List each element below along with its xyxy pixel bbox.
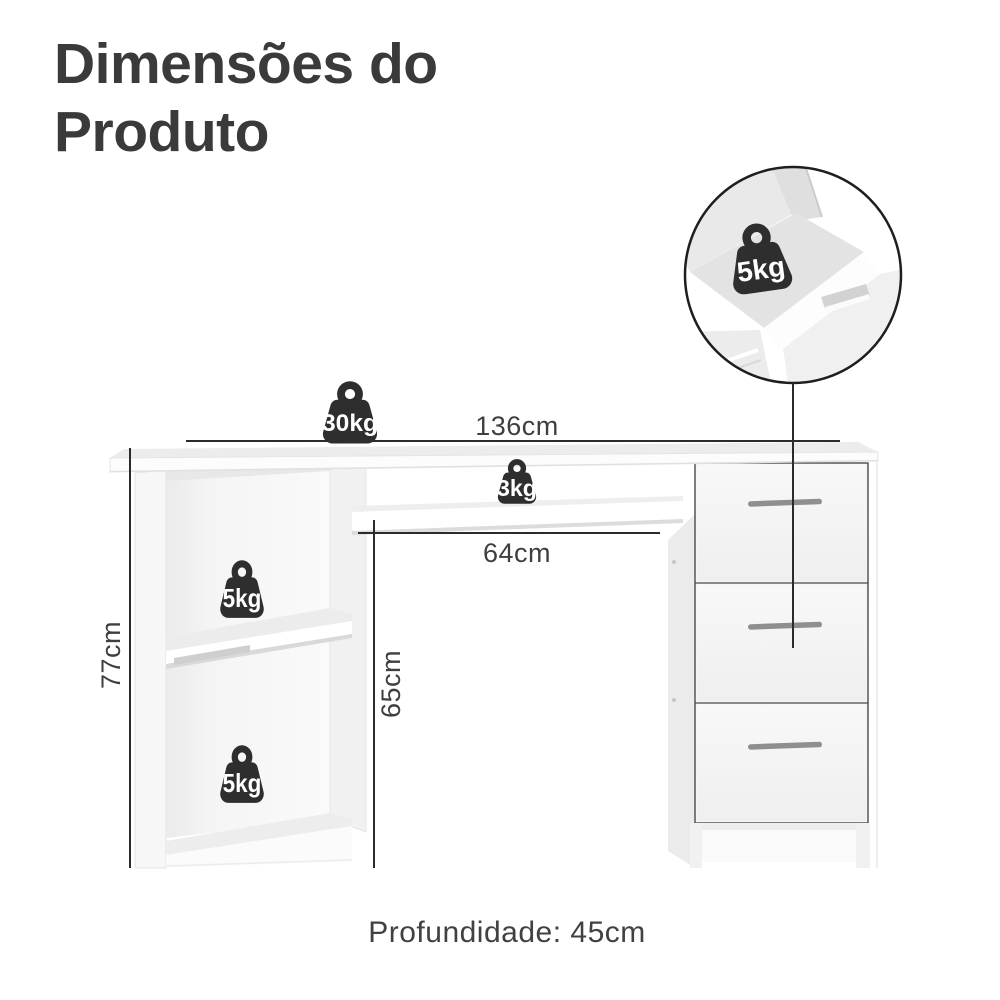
drawer-handle-1 [748, 498, 822, 507]
weight-icon-desktop: 30kg [322, 381, 378, 444]
keyboard-shelf [352, 496, 683, 535]
dimension-line-shelf-width [358, 532, 660, 534]
dimension-line-left-height [129, 448, 131, 868]
weight-capacity-label: 5kg [223, 770, 262, 799]
depth-label: Profundidade: 45cm [368, 916, 646, 949]
left-shelf-unit [134, 460, 367, 869]
drawer-front-2 [697, 585, 866, 701]
middle-shelf [166, 608, 352, 651]
inset-leader-line [792, 383, 794, 648]
drawer-front-3 [697, 705, 866, 821]
dimension-line-inner-height [373, 520, 375, 868]
inset-drawer-handle [821, 284, 870, 309]
dimension-label-left-height: 77cm [96, 620, 126, 690]
weight-icon-keyboard-shelf: 3kg [497, 459, 537, 504]
dimension-label-top-width: 136cm [475, 411, 559, 441]
weight-capacity-label: 5kg [735, 251, 787, 288]
weight-capacity-label: 30kg [322, 410, 378, 437]
weight-capacity-label: 3kg [497, 475, 537, 501]
page-title: Dimensões do Produto [54, 32, 438, 165]
drawer-front-1 [697, 465, 866, 581]
drawer-handle-3 [748, 741, 822, 750]
drawer-handle-2 [748, 621, 822, 630]
weight-icon-drawer-inset: 5kg [733, 223, 793, 295]
dimension-label-inner-height: 65cm [376, 649, 406, 719]
dimension-label-shelf-width: 64cm [482, 538, 552, 568]
weight-icon-lower-shelf: 5kg [220, 745, 264, 803]
drawer-detail-inset: 5kg [683, 165, 903, 385]
weight-capacity-label: 5kg [223, 585, 262, 614]
inset-cabinet-side [685, 167, 796, 272]
weight-icon-upper-shelf: 5kg [220, 560, 264, 618]
desk-top [109, 442, 879, 473]
dimension-line-top-width [186, 440, 840, 442]
drawer-unit [668, 460, 878, 868]
